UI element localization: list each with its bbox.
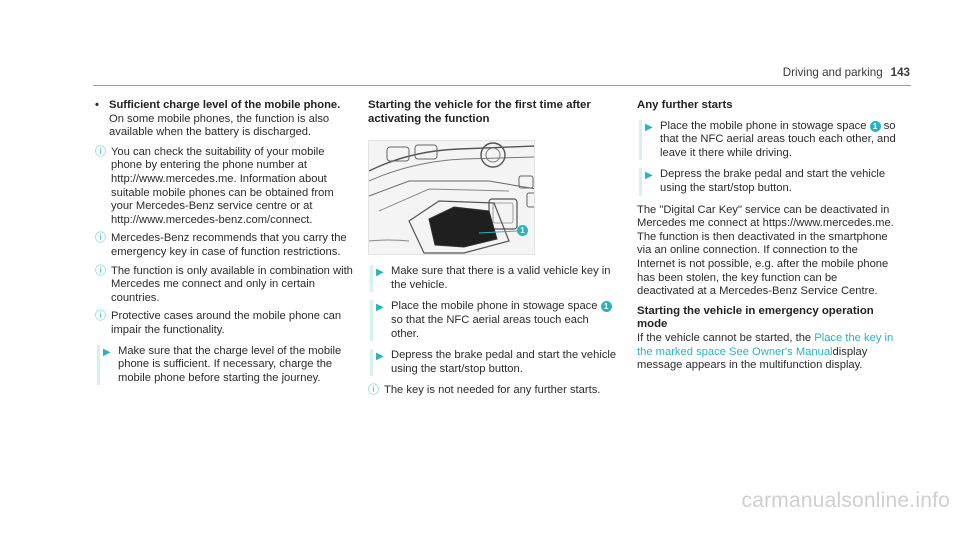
bullet-dot-icon: • [95,99,99,111]
action-text: Make sure that the charge level of the m… [118,344,342,384]
action-text: Depress the brake pedal and start the ve… [660,168,886,194]
emergency-text: If the vehicle cannot be started, the [637,331,815,344]
action-text-part: Place the mobile phone in stowage space [660,119,870,132]
action-arrow-icon: ▶ [376,267,384,279]
callout-badge: 1 [517,225,528,237]
column-middle: Starting the vehicle for the first time … [368,99,618,403]
note-item: ⓘ You can check the suitability of your … [95,146,353,228]
bullet-lead: Sufficient charge level of the mobile ph… [109,99,341,111]
note-text: The function is only available in combin… [111,264,353,304]
info-icon: ⓘ [95,264,106,277]
note-text: Mercedes-Benz recommends that you carry … [111,232,347,258]
action-step: ▶ Depress the brake pedal and start the … [368,349,618,377]
info-icon: ⓘ [95,145,106,158]
note-item: ⓘ The function is only available in comb… [95,265,353,306]
note-item: ⓘ The key is not needed for any further … [368,384,618,398]
action-bar [97,344,100,386]
section-heading: Starting the vehicle in emergency operat… [637,304,874,331]
note-text: Protective cases around the mobile phone… [111,310,342,336]
action-text: Make sure that there is a valid vehicle … [391,265,611,291]
action-bar [639,119,642,161]
page-header: Driving and parking 143 [700,66,910,80]
column-right: Any further starts ▶ Place the mobile ph… [637,99,897,378]
note-text: You can check the suitability of your mo… [111,145,334,226]
header-divider [93,85,911,86]
action-step: ▶ Make sure that there is a valid vehicl… [368,265,618,293]
note-item: ⓘ Mercedes-Benz recommends that you carr… [95,232,353,259]
bullet-item: • Sufficient charge level of the mobile … [95,99,353,140]
bullet-body: On some mobile phones, the function is a… [109,112,330,139]
watermark: carmanualsonline.info [741,489,950,512]
action-bar [370,265,373,293]
action-arrow-icon: ▶ [376,351,384,363]
action-arrow-icon: ▶ [103,346,111,358]
stowage-space-illustration: 1 [368,140,535,256]
action-text-part: Place the mobile phone in stowage space [391,300,601,313]
action-arrow-icon: ▶ [376,302,384,314]
console-drawing [369,141,534,255]
action-text-part: so that the NFC aerial areas touch each … [660,119,896,159]
emergency-text: display message appears in the multifunc… [637,345,868,372]
info-paragraph: The "Digital Car Key" service can be dea… [637,203,894,298]
info-icon: ⓘ [95,232,106,245]
action-step: ▶ Make sure that the charge level of the… [95,344,353,386]
section-heading: Any further starts [637,99,733,111]
action-arrow-icon: ▶ [645,121,653,133]
page-number: 143 [890,66,910,79]
owners-manual-link[interactable]: Place the key in the marked space See Ow… [637,331,894,358]
note-item: ⓘ Protective cases around the mobile pho… [95,310,353,337]
action-text: Place the mobile phone in stowage space … [391,300,618,341]
action-bar [370,349,373,377]
action-bar [639,168,642,196]
action-text-part: so that the NFC aerial areas touch each … [391,313,589,340]
info-icon: ⓘ [368,384,379,397]
section-title: Driving and parking [782,66,883,79]
callout-badge: 1 [600,301,612,313]
action-text: Place the mobile phone in stowage space … [660,120,897,161]
callout-badge: 1 [869,120,881,132]
column-left: • Sufficient charge level of the mobile … [95,99,353,393]
section-heading: Starting the vehicle for the first time … [368,99,591,125]
note-text: The key is not needed for any further st… [384,384,601,397]
action-text: Depress the brake pedal and start the ve… [391,349,617,375]
emergency-paragraph: If the vehicle cannot be started, the Pl… [637,332,897,373]
bullet-text: Sufficient charge level of the mobile ph… [109,99,353,140]
action-step: ▶ Place the mobile phone in stowage spac… [368,300,618,342]
action-step: ▶ Depress the brake pedal and start the … [637,168,897,196]
info-icon: ⓘ [95,310,106,323]
action-arrow-icon: ▶ [645,170,653,182]
action-bar [370,300,373,342]
action-step: ▶ Place the mobile phone in stowage spac… [637,119,897,161]
